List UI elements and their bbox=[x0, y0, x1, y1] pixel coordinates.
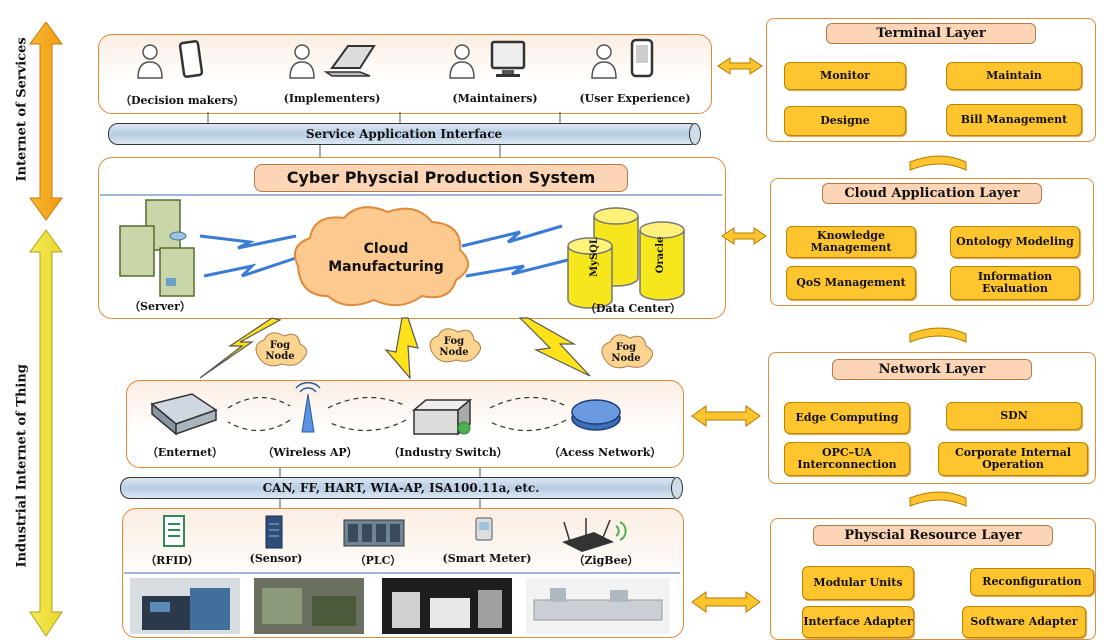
factory-photo-3 bbox=[382, 578, 512, 634]
arrow-cloud-app bbox=[721, 227, 767, 245]
factory-photo-1 bbox=[130, 578, 240, 634]
user-label-maintainers: (Maintainers) bbox=[452, 92, 538, 105]
iiot-arrow bbox=[29, 229, 63, 637]
terminal-item-bill: Bill Management bbox=[946, 104, 1082, 136]
database-icon bbox=[567, 207, 685, 309]
field-device-icons bbox=[163, 515, 627, 552]
cpps-divider bbox=[100, 194, 722, 196]
plc-icon bbox=[343, 519, 405, 547]
arrow-network bbox=[691, 405, 761, 427]
fog-cloud-1 bbox=[255, 332, 307, 367]
router-icon bbox=[150, 393, 218, 436]
datacenter-label: （Data Center） bbox=[584, 302, 682, 315]
fog-cloud-3 bbox=[601, 334, 653, 369]
device-label-switch: （Industry Switch） bbox=[388, 446, 508, 459]
cloud-item-qos: QoS Management bbox=[786, 266, 916, 300]
physical-item-modular: Modular Units bbox=[802, 566, 914, 600]
network-item-sdn: SDN bbox=[946, 402, 1082, 430]
arrow-physical bbox=[691, 591, 761, 613]
server-icon bbox=[119, 199, 195, 297]
lightning-1 bbox=[199, 317, 282, 379]
user-label-experience: (User Experience) bbox=[579, 92, 691, 105]
field-label-rfid: （RFID） bbox=[145, 554, 199, 567]
fog-node-3: Fog Node bbox=[611, 342, 641, 364]
access-network-icon bbox=[571, 399, 621, 431]
field-label-plc: （PLC） bbox=[354, 554, 402, 567]
field-divider bbox=[124, 572, 680, 574]
terminal-item-monitor: Monitor bbox=[784, 62, 906, 90]
decision-maker-icon bbox=[137, 40, 204, 79]
server-label: （Server） bbox=[129, 300, 191, 313]
link-cloud-db-1 bbox=[461, 224, 563, 248]
device-label-enternet: （Enternet） bbox=[146, 446, 224, 459]
service-interface-tube: Service Application Interface bbox=[108, 122, 701, 145]
user-label-decision: （Decision makers） bbox=[120, 94, 245, 107]
link-server-cloud-1 bbox=[199, 234, 297, 250]
chevron-3 bbox=[909, 491, 967, 507]
wireless-ap-icon bbox=[295, 381, 321, 433]
network-item-edge: Edge Computing bbox=[784, 402, 910, 434]
cloud-item-information: Information Evaluation bbox=[950, 266, 1080, 300]
terminal-item-maintain: Maintain bbox=[946, 62, 1082, 90]
fog-node-2: Fog Node bbox=[439, 336, 469, 358]
network-item-corporate: Corporate Internal Operation bbox=[938, 442, 1088, 476]
chevron-2 bbox=[909, 327, 967, 343]
network-item-opcua: OPC–UA Interconnection bbox=[784, 442, 910, 476]
user-icons bbox=[137, 38, 654, 79]
cloud-app-layer-title: Cloud Application Layer bbox=[822, 183, 1042, 204]
cloud-label: Cloud Manufacturing bbox=[328, 241, 444, 275]
sensor-icon bbox=[265, 515, 283, 549]
cloud-shape bbox=[294, 206, 469, 307]
factory-photo-4 bbox=[526, 578, 670, 634]
implementer-icon bbox=[289, 44, 376, 79]
lightning-2 bbox=[384, 317, 419, 380]
arrow-terminal bbox=[717, 57, 763, 75]
device-label-access: （Acess Network） bbox=[548, 446, 662, 459]
device-label-wireless: （Wireless AP） bbox=[262, 446, 358, 459]
zigbee-icon bbox=[562, 518, 627, 552]
factory-photo-2 bbox=[254, 578, 364, 634]
link-cloud-db-2 bbox=[465, 258, 569, 278]
rfid-icon bbox=[163, 515, 185, 547]
maintainer-icon bbox=[449, 40, 526, 79]
link-ap-switch-bot bbox=[327, 419, 407, 432]
factory-photos bbox=[130, 578, 670, 634]
cpps-graphics bbox=[119, 199, 685, 309]
network-device-icons bbox=[150, 381, 621, 436]
services-arrow bbox=[29, 22, 63, 221]
terminal-item-designe: Designe bbox=[784, 106, 906, 136]
fog-links bbox=[199, 317, 653, 380]
link-server-cloud-2 bbox=[203, 256, 297, 278]
cloud-item-ontology: Ontology Modeling bbox=[950, 226, 1080, 258]
link-ap-switch-top bbox=[327, 396, 407, 409]
smart-meter-icon bbox=[475, 517, 493, 541]
left-axis-arrows bbox=[29, 22, 63, 637]
user-experience-icon bbox=[591, 38, 654, 79]
cpps-title: Cyber Physcial Production System bbox=[254, 164, 628, 192]
protocol-tube: CAN, FF, HART, WIA-AP, ISA100.11a, etc. bbox=[120, 476, 683, 499]
cloud-item-knowledge: Knowledge Management bbox=[786, 226, 916, 258]
lightning-3 bbox=[518, 317, 591, 377]
field-label-zigbee: （ZigBee） bbox=[573, 554, 639, 567]
fog-cloud-2 bbox=[429, 328, 481, 363]
switch-icon bbox=[411, 398, 473, 436]
chevron-1 bbox=[909, 155, 967, 171]
physical-layer-title: Physcial Resource Layer bbox=[813, 525, 1053, 546]
physical-item-reconfiguration: Reconfiguration bbox=[970, 568, 1094, 596]
field-label-meter: (Smart Meter) bbox=[442, 552, 532, 565]
user-label-implementers: (Implementers) bbox=[283, 92, 381, 105]
physical-item-interface: Interface Adapter bbox=[802, 606, 914, 638]
link-switch-access-bot bbox=[489, 419, 567, 432]
field-label-sensor: (Sensor) bbox=[249, 552, 303, 565]
physical-item-software: Software Adapter bbox=[962, 606, 1086, 638]
link-switch-access-top bbox=[489, 396, 567, 409]
network-layer-title: Network Layer bbox=[832, 359, 1032, 380]
terminal-layer-title: Terminal Layer bbox=[826, 23, 1036, 44]
fog-node-1: Fog Node bbox=[265, 340, 295, 362]
